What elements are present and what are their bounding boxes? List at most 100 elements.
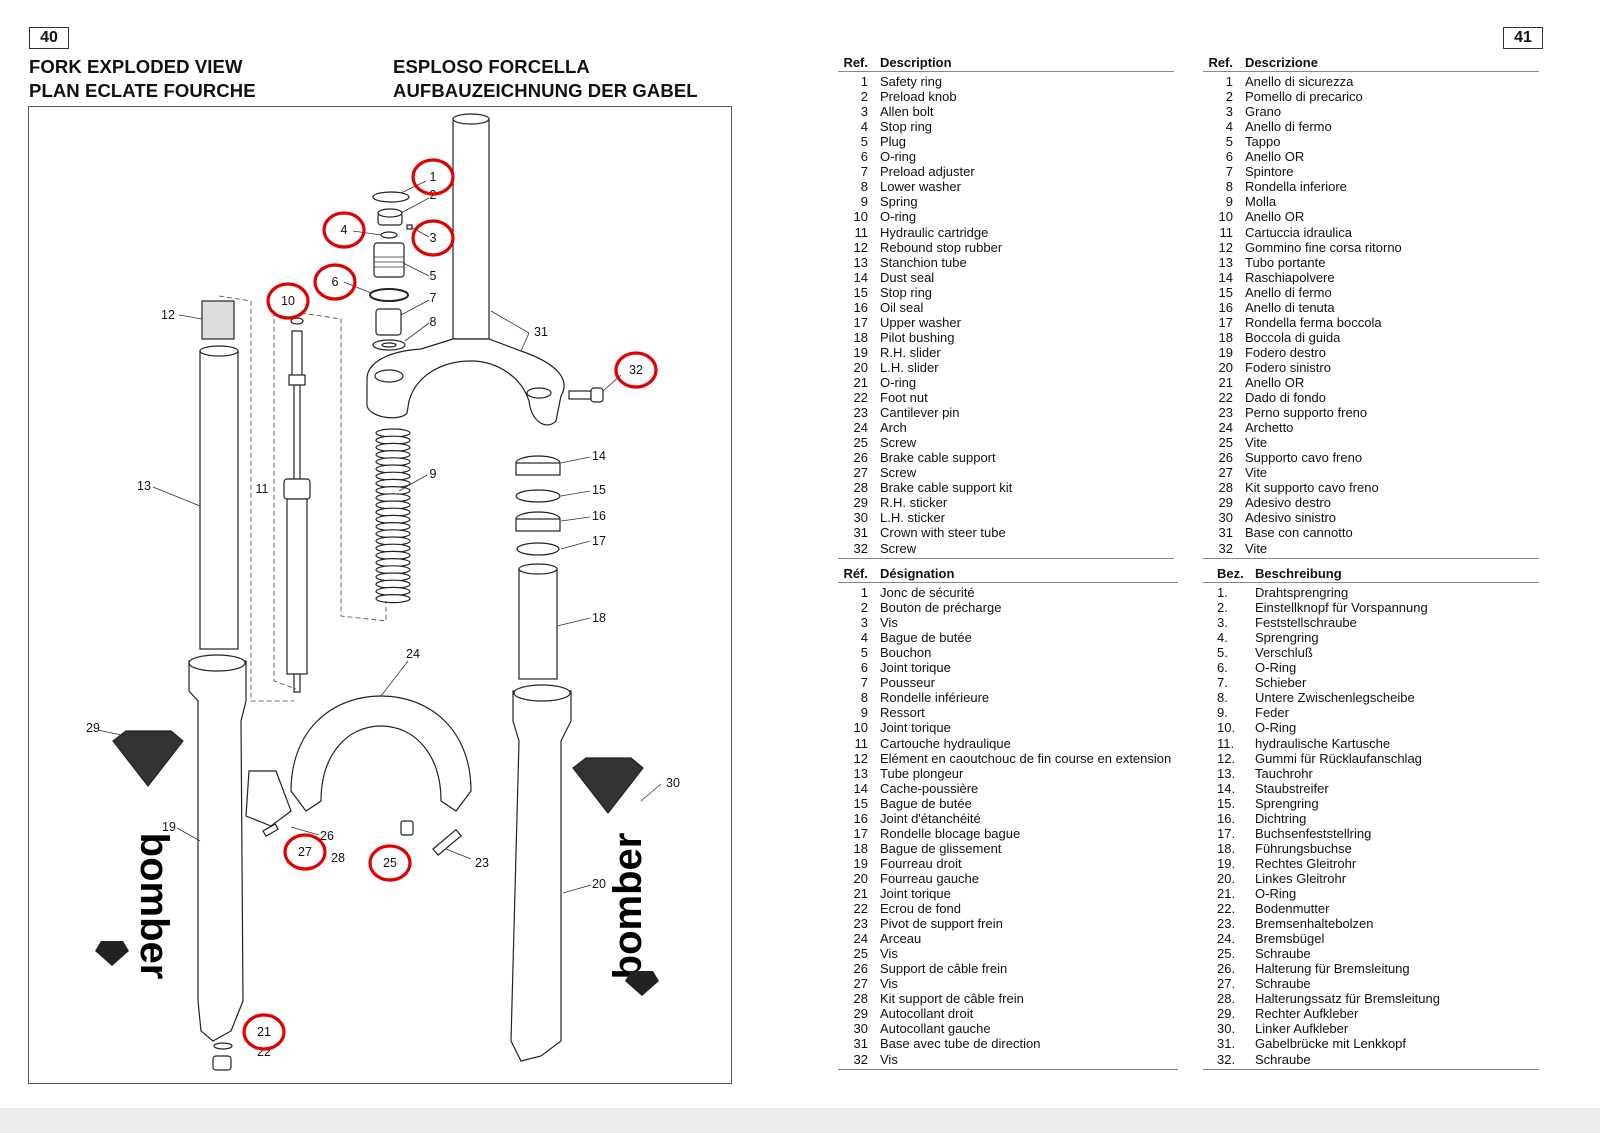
ref-number: 22. — [1217, 901, 1236, 917]
ref-number: 12 — [853, 750, 868, 766]
slider-right-hand — [188, 654, 247, 1042]
ref-number: 2. — [1217, 600, 1228, 616]
ref-number: 24 — [853, 420, 868, 436]
part-description: Joint torique — [880, 660, 951, 676]
ref-number: 1 — [860, 585, 868, 601]
ref-number: 7. — [1217, 675, 1228, 691]
ref-number: 10 — [1218, 209, 1233, 225]
ref-number: 3. — [1217, 615, 1228, 631]
part-description: Autocollant droit — [880, 1006, 974, 1022]
ref-number: 12 — [853, 239, 868, 255]
ref-column-header: Ref. — [843, 55, 868, 70]
part-description: Schieber — [1255, 675, 1307, 691]
ref-column-header: Réf. — [843, 566, 868, 581]
part-description: Bague de butée — [880, 795, 972, 811]
legend-row: 11.hydraulische Kartusche — [1203, 736, 1539, 751]
legend-row: 13.Tauchrohr — [1203, 766, 1539, 781]
part-description: Verschluß — [1255, 645, 1313, 661]
part-description: Molla — [1245, 194, 1277, 210]
highlight-circle-10 — [266, 282, 310, 320]
legend-row: 19.Rechtes Gleitrohr — [1203, 856, 1539, 871]
callout-14: 14 — [592, 449, 606, 463]
description-column-header: Désignation — [880, 566, 955, 581]
part-description: O-ring — [880, 209, 917, 225]
ref-number: 32 — [1218, 540, 1233, 556]
ref-number: 31 — [853, 1036, 868, 1052]
part-description: Safety ring — [880, 74, 943, 90]
part-description: Joint torique — [880, 720, 951, 736]
ref-number: 28. — [1217, 991, 1236, 1007]
part-description: Schraube — [1255, 976, 1311, 992]
callout-24: 24 — [406, 647, 420, 661]
legend-row: 20.Linkes Gleitrohr — [1203, 871, 1539, 886]
ref-number: 2 — [860, 600, 868, 616]
legend-row: 27. Schraube — [1203, 976, 1539, 991]
ref-number: 12. — [1217, 750, 1236, 766]
part-description: O-Ring — [1255, 660, 1297, 676]
slider-left-hand — [510, 684, 572, 1062]
callout-17: 17 — [592, 534, 606, 548]
ref-number: 22 — [1218, 390, 1233, 406]
part-description: Sprengring — [1255, 630, 1319, 646]
svg-text:bomber: bomber — [132, 833, 176, 980]
legend-row: 29.Rechter Aufkleber — [1203, 1006, 1539, 1021]
ref-number: 21. — [1217, 885, 1236, 901]
legend-row: 15.Sprengring — [1203, 796, 1539, 811]
ref-number: 12 — [1218, 239, 1233, 255]
ref-number: 27 — [853, 465, 868, 481]
ref-number: 29 — [853, 1006, 868, 1022]
legend-divider — [1203, 557, 1539, 559]
part-description: Support de câble frein — [880, 961, 1008, 977]
ref-number: 26 — [853, 961, 868, 977]
ref-number: 32 — [853, 1051, 868, 1067]
ref-number: 1 — [860, 74, 868, 90]
part-description: Anello di fermo — [1245, 284, 1332, 300]
sticker-30: bomber — [572, 757, 659, 996]
legend-row: 3.Feststellschraube — [1203, 615, 1539, 630]
ref-number: 13 — [853, 765, 868, 781]
ref-number: 27. — [1217, 976, 1236, 992]
part-description: Anello di fermo — [1245, 119, 1332, 135]
part-description: Kit supporto cavo freno — [1245, 480, 1379, 496]
legend-row: 32.Schraube — [1203, 1052, 1539, 1067]
ref-number: 23 — [1218, 405, 1233, 421]
seal-stack — [515, 455, 561, 680]
part-description: Oil seal — [880, 299, 924, 315]
ref-number: 13 — [1218, 254, 1233, 270]
ref-number: 8 — [1225, 179, 1233, 195]
callout-25: 25 — [383, 856, 397, 870]
part-description: Fourreau gauche — [880, 870, 980, 886]
ref-number: 22 — [853, 901, 868, 917]
part-description: R.H. slider — [880, 344, 941, 360]
description-column-header: Descrizione — [1245, 55, 1318, 70]
